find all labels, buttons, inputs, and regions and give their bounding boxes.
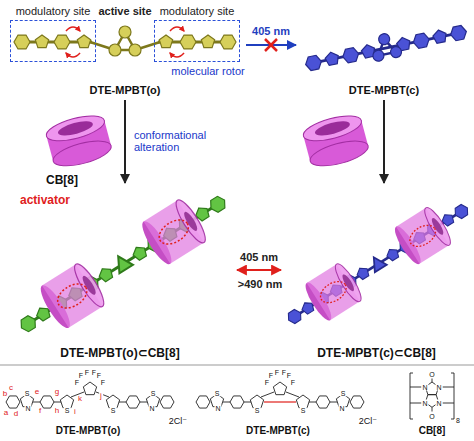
- blocked-mark: [265, 39, 277, 51]
- closed-complex: [277, 189, 474, 339]
- state-name: DTE-MPBT(o)⊂CB[8]: [60, 347, 179, 360]
- process-arrow: [383, 100, 385, 183]
- role-label: activator: [19, 194, 71, 206]
- atom-label: N: [421, 400, 428, 407]
- atom-label: O: [428, 371, 435, 378]
- atom-letter: e: [34, 388, 40, 396]
- atom-label: F: [96, 372, 102, 379]
- site-label: active site: [97, 6, 152, 17]
- atom-label: S: [214, 390, 221, 397]
- state-name: DTE-MPBT(c)⊂CB[8]: [317, 347, 436, 360]
- atom-label: N: [338, 405, 345, 412]
- atom-letter: c: [8, 384, 14, 392]
- edge-label: 405 nm: [239, 251, 279, 264]
- host-label: CB[8]: [45, 174, 79, 186]
- complex-state: DTE-MPBT(c)⊂CB[8]: [283, 185, 470, 362]
- switch-arrow: [237, 269, 281, 271]
- atom-label: S: [254, 407, 261, 414]
- atom-label: S: [300, 407, 307, 414]
- atom-letter: i: [73, 408, 77, 416]
- atom-label: N: [435, 400, 442, 407]
- atom-letter: h: [54, 407, 60, 415]
- atom-letter: k: [77, 395, 83, 403]
- atom-label: F: [100, 379, 106, 386]
- atom-label: N: [148, 405, 155, 412]
- atom-letter: j: [99, 392, 103, 400]
- atom-letter: d: [13, 410, 19, 418]
- atom-label: S: [64, 407, 71, 414]
- atom-label: S: [150, 390, 157, 397]
- atom-label: S: [110, 407, 117, 414]
- counterion-label: 2Cl⁻: [358, 417, 378, 426]
- edge-label: 405 nm: [251, 25, 291, 38]
- atom-label: N: [435, 384, 442, 391]
- state-name: DTE-MPBT(o): [90, 84, 161, 96]
- atom-label: N: [214, 405, 221, 412]
- structure-name: DTE-MPBT(c): [245, 426, 311, 436]
- edge-label: conformational alteration: [133, 129, 223, 154]
- complex-state: DTE-MPBT(o)⊂CB[8]: [5, 185, 235, 362]
- host-ring: [44, 111, 114, 171]
- site-heading: modulatory site: [16, 5, 91, 17]
- atom-label: F: [84, 369, 90, 376]
- host-formula: [410, 373, 454, 419]
- molecule-state: DTE-MPBT(c): [298, 2, 470, 98]
- atom-label: F: [274, 369, 280, 376]
- atom-label: S: [24, 390, 31, 397]
- atom-label: F: [264, 379, 270, 386]
- repeat-number: 8: [455, 417, 461, 424]
- ring-closure-bond: [264, 401, 296, 402]
- separator: [0, 365, 474, 366]
- state-name: DTE-MPBT(c): [349, 84, 419, 96]
- modulatory-site-box: modulatory site: [10, 20, 96, 62]
- atom-label: N: [421, 384, 428, 391]
- atom-letter: a: [3, 409, 9, 417]
- host-ring: [301, 111, 371, 171]
- open-molecule: [14, 26, 236, 57]
- process-arrow: [124, 100, 126, 183]
- atom-letter: g: [54, 388, 60, 396]
- atom-letter: f: [38, 407, 42, 415]
- atom-label: S: [340, 390, 347, 397]
- modulatory-site-box: modulatory site: [154, 20, 240, 62]
- closed-molecule: [303, 17, 469, 75]
- structure-name: DTE-MPBT(o): [55, 426, 121, 436]
- structure-name: CB[8]: [418, 426, 447, 436]
- atom-label: N: [24, 405, 31, 412]
- atom-label: F: [74, 379, 80, 386]
- wavelength-label: >490 nm: [237, 279, 283, 290]
- atom-label: F: [286, 372, 292, 379]
- atom-label: O: [428, 413, 435, 420]
- open-complex: [8, 179, 238, 349]
- rotor-label: molecular rotor: [170, 66, 245, 77]
- site-heading: modulatory site: [160, 5, 235, 17]
- counterion-label: 2Cl⁻: [168, 417, 188, 426]
- atom-label: F: [290, 379, 296, 386]
